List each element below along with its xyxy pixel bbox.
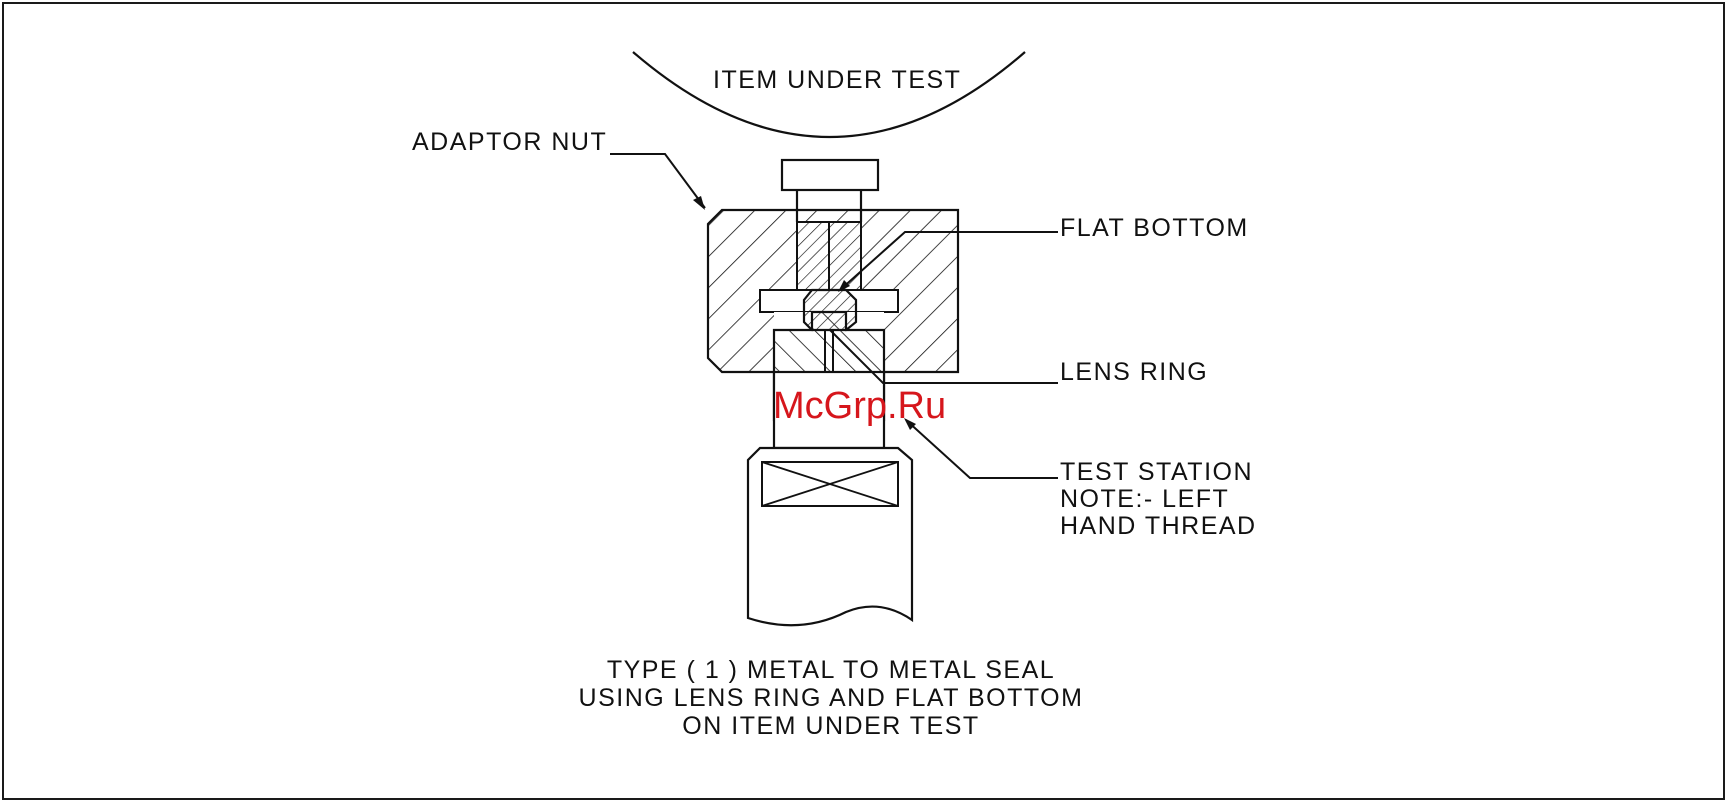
caption-line2: USING LENS RING AND FLAT BOTTOM — [579, 684, 1084, 712]
label-test-station-line3: HAND THREAD — [1060, 512, 1257, 540]
label-flat-bottom: FLAT BOTTOM — [1060, 214, 1249, 242]
leader-test-station — [906, 420, 1058, 478]
label-adaptor-nut: ADAPTOR NUT — [412, 128, 607, 156]
label-test-station-line1: TEST STATION — [1060, 458, 1253, 486]
label-test-station-line2: NOTE:- LEFT — [1060, 485, 1229, 513]
leader-adaptor-nut — [610, 154, 705, 208]
caption-line1: TYPE ( 1 ) METAL TO METAL SEAL — [607, 656, 1055, 684]
watermark: McGrp.Ru — [773, 385, 946, 427]
caption-line3: ON ITEM UNDER TEST — [682, 712, 979, 740]
label-lens-ring: LENS RING — [1060, 358, 1208, 386]
label-item-under-test: ITEM UNDER TEST — [713, 66, 961, 94]
